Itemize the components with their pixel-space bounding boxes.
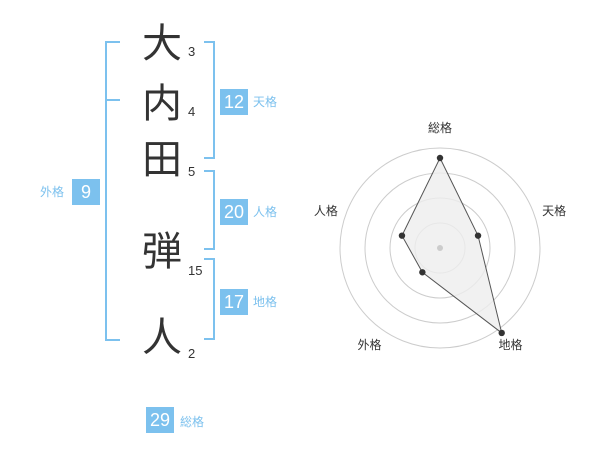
radar-axis-label-4: 外格 xyxy=(357,337,381,352)
gaikaku-bracket-vertical xyxy=(105,41,107,341)
stroke-count-4: 15 xyxy=(188,263,203,278)
chikaku-bracket-vertical xyxy=(213,258,215,340)
chikaku-label: 地格 xyxy=(253,295,278,309)
chikaku-bracket-bottom xyxy=(204,338,215,340)
gaikaku-bracket-top xyxy=(105,41,120,43)
soukaku-label: 総格 xyxy=(180,415,205,429)
radar-axis-label-3: 地格 xyxy=(499,337,523,352)
tenkaku-bracket-top xyxy=(204,41,215,43)
tenkaku-badge: 12 xyxy=(220,89,248,115)
radar-point-3 xyxy=(498,329,505,337)
name-char-2: 内 xyxy=(142,81,182,127)
radar-axis-label-1: 総格 xyxy=(428,120,452,135)
chikaku-badge: 17 xyxy=(220,289,248,315)
name-char-4: 弾 xyxy=(142,229,182,275)
chikaku-bracket-top xyxy=(204,258,215,260)
gaikaku-label: 外格 xyxy=(40,185,65,199)
tenkaku-bracket-vertical xyxy=(213,41,215,159)
radar-axis-label-5: 人格 xyxy=(314,203,338,218)
name-char-1: 大 xyxy=(142,21,182,67)
name-char-3: 田 xyxy=(142,137,182,183)
gaikaku-bracket-mid xyxy=(105,99,120,101)
jinkaku-bracket-top xyxy=(204,170,215,172)
tenkaku-label: 天格 xyxy=(253,95,278,109)
radar-axis-label-2: 天格 xyxy=(542,203,566,218)
stroke-count-5: 2 xyxy=(188,346,196,361)
radar-point-4 xyxy=(419,269,426,276)
radar-point-1 xyxy=(436,154,444,162)
soukaku-badge: 29 xyxy=(146,407,174,433)
stroke-count-3: 5 xyxy=(188,164,196,179)
gaikaku-badge: 9 xyxy=(72,179,100,205)
radar-ring-4 xyxy=(339,147,541,349)
jinkaku-label: 人格 xyxy=(253,205,278,219)
stroke-count-2: 4 xyxy=(188,104,196,119)
gaikaku-bracket-bottom xyxy=(105,339,120,341)
stroke-count-1: 3 xyxy=(188,44,196,59)
radar-polygon xyxy=(401,156,503,335)
radar-point-5 xyxy=(398,232,406,239)
radar-center-dot xyxy=(437,245,443,251)
radar-point-2 xyxy=(474,232,482,239)
name-char-5: 人 xyxy=(142,315,182,361)
tenkaku-bracket-bottom xyxy=(204,157,215,159)
jinkaku-badge: 20 xyxy=(220,199,248,225)
jinkaku-bracket-bottom xyxy=(204,248,215,250)
jinkaku-bracket-vertical xyxy=(213,170,215,250)
